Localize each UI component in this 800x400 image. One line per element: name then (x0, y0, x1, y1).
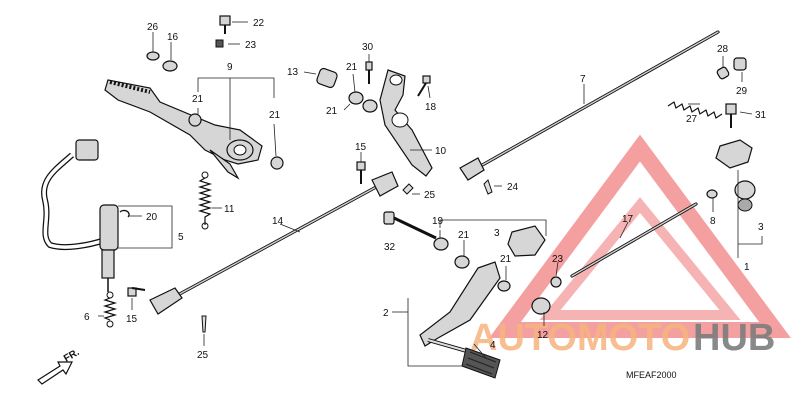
washer-21-shift-b (497, 280, 511, 292)
callout-25-lower: 25 (197, 350, 209, 361)
callout-10: 10 (435, 146, 447, 157)
callout-6: 6 (84, 312, 90, 323)
pin-25-lower (201, 315, 207, 333)
spring-11 (197, 177, 213, 225)
bolt-31 (725, 103, 737, 128)
washer-21-pedal-a (188, 113, 202, 127)
watermark-triangle (489, 134, 791, 338)
pin-24 (483, 179, 493, 195)
callout-3-upper: 3 (758, 222, 764, 233)
drawing-code: MFEAF2000 (626, 370, 677, 380)
bolt-30 (365, 61, 373, 84)
callout-24: 24 (507, 182, 519, 193)
bolt-15-upper (356, 161, 366, 184)
callout-21-pedal-a: 21 (192, 94, 204, 105)
washer-16 (162, 60, 178, 72)
bolt-32 (383, 211, 437, 240)
callout-13: 13 (287, 67, 299, 78)
washer-21-shift-a (454, 255, 470, 269)
callout-8: 8 (710, 216, 716, 227)
callout-labels: 26 16 22 23 9 21 21 13 30 21 21 18 10 7 … (84, 18, 767, 361)
collar-28 (716, 66, 730, 80)
callout-15-upper: 15 (355, 142, 367, 153)
spring-27 (667, 101, 723, 119)
clip-25-upper (402, 183, 414, 195)
watermark-logo: AUTOMOTO HUB (470, 134, 791, 359)
watermark-text-hub: HUB (693, 317, 775, 359)
callout-28: 28 (717, 44, 729, 55)
callout-25-upper: 25 (424, 190, 436, 201)
nut-23-lower (550, 276, 562, 288)
spring-6 (102, 297, 118, 321)
callout-27: 27 (686, 114, 698, 125)
washer-8 (706, 189, 718, 199)
callout-9: 9 (227, 62, 233, 73)
washer-19 (433, 237, 449, 251)
callout-21-arm-b: 21 (326, 106, 338, 117)
callout-30: 30 (362, 42, 374, 53)
callout-3-lower: 3 (494, 228, 500, 239)
brake-pedal (104, 79, 263, 180)
rod-17 (570, 202, 698, 278)
callout-21-pedal-b: 21 (269, 110, 281, 121)
svg-text:FR.: FR. (62, 347, 82, 365)
washer-26 (146, 51, 160, 61)
bolt-22 (219, 15, 231, 34)
shift-rod (459, 30, 720, 181)
washer-21-arm-a (348, 91, 364, 105)
brake-rod (149, 171, 399, 315)
brake-light-switch (41, 139, 119, 292)
callout-26: 26 (147, 22, 159, 33)
callout-32: 32 (384, 242, 396, 253)
front-direction-arrow: FR. (37, 347, 82, 385)
callout-2: 2 (383, 308, 389, 319)
callout-23-top: 23 (245, 40, 257, 51)
pivot-13 (316, 67, 338, 89)
nut-29 (733, 57, 747, 71)
watermark-text-automoto: AUTOMOTO (470, 317, 690, 359)
callout-14: 14 (272, 216, 284, 227)
callout-31: 31 (755, 110, 767, 121)
bolt-18 (417, 75, 431, 97)
callout-16: 16 (167, 32, 179, 43)
bolt-15-lower (127, 287, 146, 297)
callout-12: 12 (537, 330, 549, 341)
callout-1: 1 (744, 262, 750, 273)
callout-4: 4 (490, 340, 496, 351)
washer-21-arm-b (362, 99, 378, 113)
callout-21-shift-b: 21 (500, 254, 512, 265)
nut-23-top (215, 39, 224, 48)
callout-11: 11 (224, 204, 235, 215)
callout-5: 5 (178, 232, 184, 243)
washer-21-pedal-b (270, 156, 284, 170)
callout-19: 19 (432, 216, 444, 227)
callout-23-lower: 23 (552, 254, 564, 265)
callout-20: 20 (146, 212, 158, 223)
shift-pedal (419, 261, 501, 379)
clip-20 (119, 209, 130, 218)
leader-lines (98, 21, 763, 367)
callout-15-lower: 15 (126, 314, 138, 325)
joint-3-lower (507, 225, 551, 315)
joint-3-upper (715, 139, 756, 212)
callout-7: 7 (580, 74, 586, 85)
callout-29: 29 (736, 86, 748, 97)
shift-arm (379, 69, 433, 177)
callout-17: 17 (622, 214, 634, 225)
callout-21-shift-a: 21 (458, 230, 470, 241)
callout-22: 22 (253, 18, 265, 29)
callout-18: 18 (425, 102, 437, 113)
callout-21-arm-a: 21 (346, 62, 358, 73)
